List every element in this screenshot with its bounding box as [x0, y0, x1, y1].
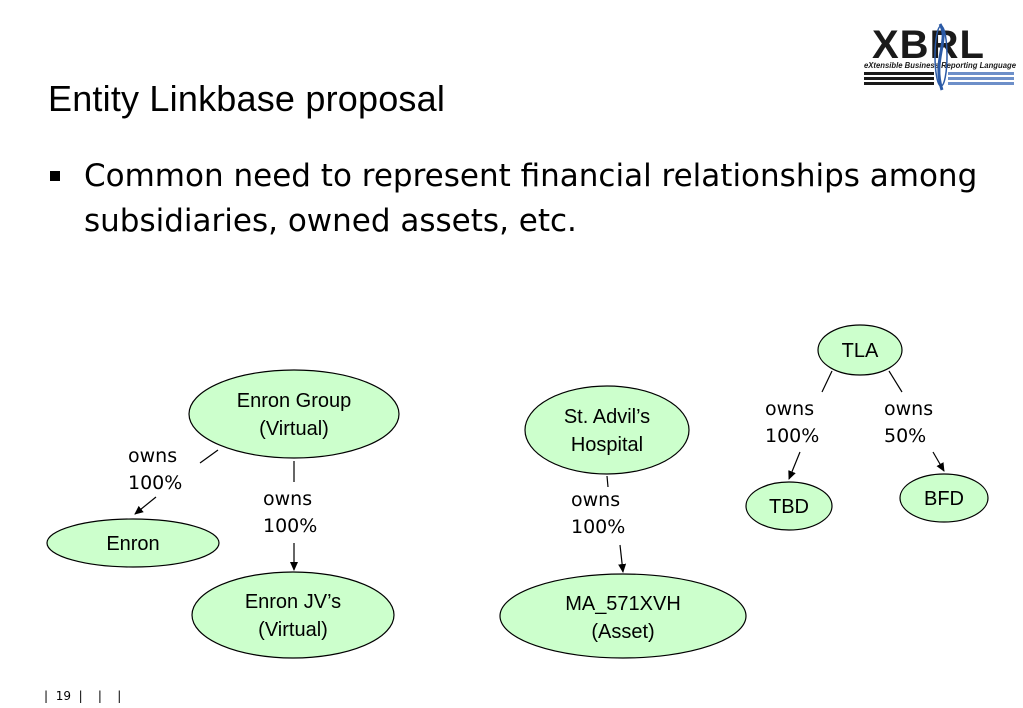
bullet-item: Common need to represent financial relat… — [50, 154, 980, 244]
node-st-advils-line1: St. Advil’s — [564, 406, 650, 428]
node-enron-group-shape — [188, 369, 400, 459]
edge-group-to-jv-percent: 100% — [263, 515, 317, 537]
node-enron-shape — [46, 518, 220, 568]
slide-footer: | 19 | | | — [44, 689, 121, 703]
edge-group-to-jv-relation: owns — [263, 488, 312, 510]
node-bfd: BFD — [899, 473, 989, 523]
node-ma-571xvh-line2: (Asset) — [591, 621, 654, 643]
edge-group-to-enron-relation: owns — [128, 445, 177, 467]
edge-hospital-to-asset-line — [606, 475, 609, 488]
edge-tla-to-tbd-relation: owns — [765, 398, 814, 420]
edge-tla-to-bfd-line — [888, 370, 903, 393]
logo-ring — [934, 25, 948, 87]
node-tbd-label: TBD — [769, 496, 809, 518]
node-st-advils-line2: Hospital — [571, 434, 643, 456]
edge-hospital-to-asset-percent: 100% — [571, 516, 625, 538]
node-tla: TLA — [817, 324, 903, 376]
node-ma-571xvh-line1: MA_571XVH — [565, 593, 681, 615]
node-tbd: TBD — [745, 481, 833, 531]
edge-tla-to-tbd-arrow — [788, 451, 801, 480]
node-ma-571xvh-shape — [499, 573, 747, 659]
node-tbd-shape — [745, 481, 833, 531]
node-enron-jv-line2: (Virtual) — [258, 619, 328, 641]
slide-title: Entity Linkbase proposal — [48, 78, 446, 119]
node-ma-571xvh: MA_571XVH (Asset) — [499, 573, 747, 659]
node-enron-jv: Enron JV’s (Virtual) — [191, 571, 395, 659]
footer-separator: | — [97, 689, 102, 703]
logo-swoosh — [937, 23, 945, 91]
node-enron: Enron — [46, 518, 220, 568]
node-bfd-shape — [899, 473, 989, 523]
bullet-square-icon — [50, 171, 60, 181]
node-tla-shape — [817, 324, 903, 376]
xbrl-logo: XBRL eXtensible Business Reporting Langu… — [864, 23, 1016, 91]
footer-separator: | — [78, 689, 83, 703]
node-enron-group-line1: Enron Group — [237, 390, 352, 412]
edge-group-to-enron-percent: 100% — [128, 472, 182, 494]
edge-tla-to-bfd-arrow — [932, 451, 945, 472]
logo-stripes — [864, 72, 1014, 85]
node-enron-label: Enron — [106, 533, 159, 555]
edge-hospital-to-asset-arrow — [618, 544, 627, 573]
edge-tla-to-tbd-line — [821, 370, 833, 393]
node-st-advils-hospital: St. Advil’s Hospital — [524, 385, 690, 475]
edge-group-to-enron-arrow — [134, 496, 157, 515]
edge-tla-to-bfd-relation: owns — [884, 398, 933, 420]
node-st-advils-shape — [524, 385, 690, 475]
footer-separator: | — [44, 689, 49, 703]
node-enron-group-line2: (Virtual) — [259, 418, 329, 440]
node-enron-jv-line1: Enron JV’s — [245, 591, 341, 613]
edge-tla-to-bfd-percent: 50% — [884, 425, 926, 447]
bullet-text: Common need to represent financial relat… — [84, 158, 978, 239]
edge-hospital-to-asset-relation: owns — [571, 489, 620, 511]
logo-wordmark: XBRL — [872, 23, 985, 67]
node-bfd-label: BFD — [924, 488, 964, 510]
node-tla-label: TLA — [842, 340, 879, 362]
node-enron-group: Enron Group (Virtual) — [188, 369, 400, 459]
edge-tla-to-tbd-percent: 100% — [765, 425, 819, 447]
node-enron-jv-shape — [191, 571, 395, 659]
page-number: 19 — [55, 689, 71, 703]
footer-separator: | — [117, 689, 122, 703]
edge-group-to-enron-line — [199, 449, 219, 464]
